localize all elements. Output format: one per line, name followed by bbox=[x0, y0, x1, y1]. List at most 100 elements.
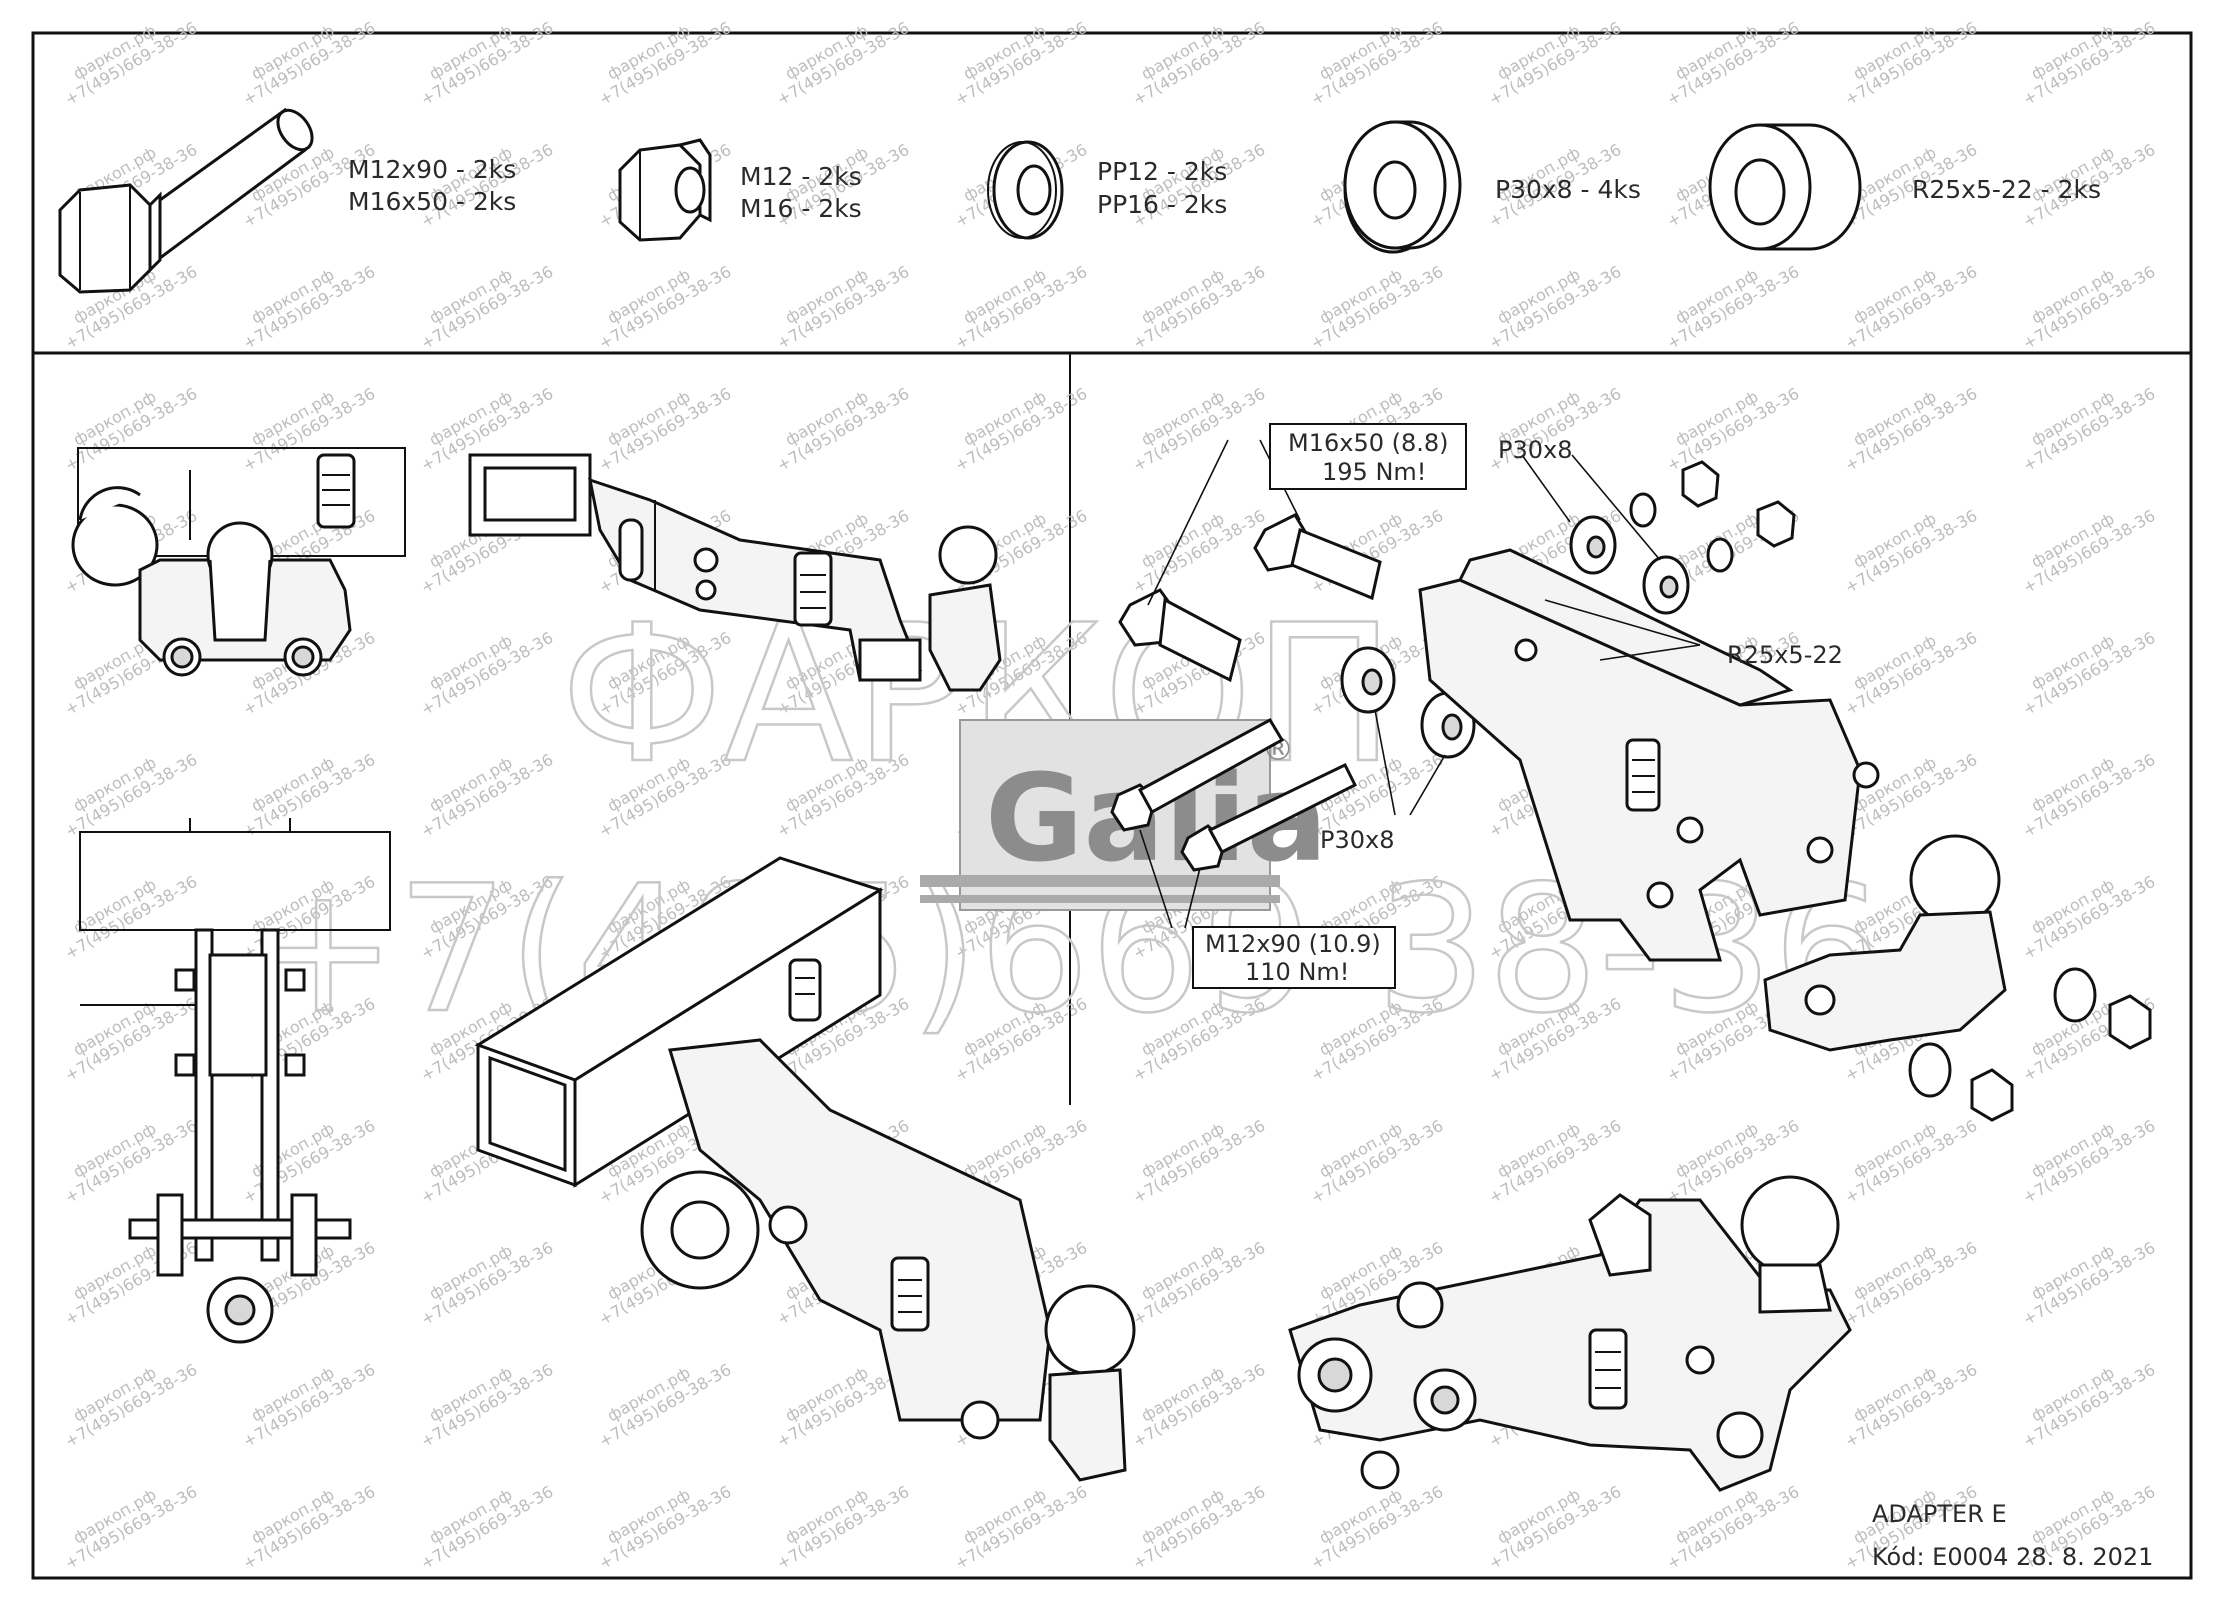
part-label-nut-2: M16 - 2ks bbox=[740, 194, 862, 223]
drawing-title: ADAPTER E bbox=[1872, 1500, 2007, 1528]
part-label-bolt-1: M12x90 - 2ks bbox=[348, 155, 516, 184]
callout-m12-spec: M12x90 (10.9) bbox=[1205, 930, 1381, 958]
callout-spacer-top: P30x8 bbox=[1498, 436, 1572, 464]
watermark-stamp: фаркоп.рф+7(495)669-38-36 bbox=[1130, 1238, 1269, 1329]
watermark-stamp: фаркоп.рф+7(495)669-38-36 bbox=[418, 628, 557, 719]
watermark-stamp: фаркоп.рф+7(495)669-38-36 bbox=[1842, 262, 1981, 353]
watermark-stamp: фаркоп.рф+7(495)669-38-36 bbox=[774, 18, 913, 109]
watermark-stamp: фаркоп.рф+7(495)669-38-36 bbox=[596, 262, 735, 353]
watermark-stamp: фаркоп.рф+7(495)669-38-36 bbox=[2020, 750, 2159, 841]
watermark-stamp: фаркоп.рф+7(495)669-38-36 bbox=[1486, 262, 1625, 353]
watermark-stamp: фаркоп.рф+7(495)669-38-36 bbox=[774, 1482, 913, 1573]
watermark-stamp: фаркоп.рф+7(495)669-38-36 bbox=[1842, 628, 1981, 719]
watermark-stamp: фаркоп.рф+7(495)669-38-36 bbox=[1842, 1116, 1981, 1207]
perspective-view-right bbox=[1288, 1175, 1852, 1492]
watermark-stamp: фаркоп.рф+7(495)669-38-36 bbox=[1308, 1116, 1447, 1207]
callout-box-m16 bbox=[1269, 423, 1467, 490]
part-label-bolt-2: M16x50 - 2ks bbox=[348, 187, 516, 216]
watermark-stamp: фаркоп.рф+7(495)669-38-36 bbox=[1842, 1238, 1981, 1329]
watermark-stamp: фаркоп.рф+7(495)669-38-36 bbox=[240, 1482, 379, 1573]
sleeve-part-icon bbox=[1708, 123, 1862, 251]
watermark-stamp: фаркоп.рф+7(495)669-38-36 bbox=[1842, 1360, 1981, 1451]
watermark-stamp: фаркоп.рф+7(495)669-38-36 bbox=[596, 1482, 735, 1573]
part-label-sleeve: R25x5-22 - 2ks bbox=[1912, 175, 2101, 204]
watermark-stamp: фаркоп.рф+7(495)669-38-36 bbox=[1130, 1360, 1269, 1451]
watermark-stamp: фаркоп.рф+7(495)669-38-36 bbox=[2020, 384, 2159, 475]
watermark-stamp: фаркоп.рф+7(495)669-38-36 bbox=[1664, 384, 1803, 475]
callout-box-m12 bbox=[1192, 926, 1396, 989]
watermark-stamp: фаркоп.рф+7(495)669-38-36 bbox=[596, 384, 735, 475]
part-label-spacer: P30x8 - 4ks bbox=[1495, 175, 1641, 204]
watermark-stamp: фаркоп.рф+7(495)669-38-36 bbox=[62, 1360, 201, 1451]
watermark-stamp: фаркоп.рф+7(495)669-38-36 bbox=[596, 18, 735, 109]
watermark-stamp: фаркоп.рф+7(495)669-38-36 bbox=[240, 384, 379, 475]
watermark-stamp: фаркоп.рф+7(495)669-38-36 bbox=[1130, 262, 1269, 353]
watermark-stamp: фаркоп.рф+7(495)669-38-36 bbox=[1130, 1116, 1269, 1207]
bolt-part-icon bbox=[58, 107, 314, 294]
watermark-stamp: фаркоп.рф+7(495)669-38-36 bbox=[2020, 628, 2159, 719]
nut-part-icon bbox=[618, 138, 712, 242]
watermark-stamp: фаркоп.рф+7(495)669-38-36 bbox=[596, 1360, 735, 1451]
spacer-part-icon bbox=[1343, 120, 1462, 254]
watermark-stamp: фаркоп.рф+7(495)669-38-36 bbox=[952, 262, 1091, 353]
watermark-stamp: фаркоп.рф+7(495)669-38-36 bbox=[2020, 1360, 2159, 1451]
elevation-view-drawing bbox=[79, 818, 391, 1344]
watermark-stamp: фаркоп.рф+7(495)669-38-36 bbox=[1308, 18, 1447, 109]
watermark-stamp: фаркоп.рф+7(495)669-38-36 bbox=[1486, 1116, 1625, 1207]
watermark-stamp: фаркоп.рф+7(495)669-38-36 bbox=[62, 750, 201, 841]
front-view-drawing bbox=[71, 447, 406, 677]
part-label-nut-1: M12 - 2ks bbox=[740, 162, 862, 191]
callout-m16-spec: M16x50 (8.8) bbox=[1288, 429, 1449, 457]
watermark-stamp: фаркоп.рф+7(495)669-38-36 bbox=[952, 18, 1091, 109]
watermark-stamp: фаркоп.рф+7(495)669-38-36 bbox=[1130, 1482, 1269, 1573]
watermark-stamp: фаркоп.рф+7(495)669-38-36 bbox=[774, 262, 913, 353]
watermark-stamp: фаркоп.рф+7(495)669-38-36 bbox=[240, 750, 379, 841]
callout-m12-torque: 110 Nm! bbox=[1245, 958, 1349, 986]
watermark-stamp: фаркоп.рф+7(495)669-38-36 bbox=[1130, 384, 1269, 475]
outer-frame bbox=[31, 31, 2193, 1580]
perspective-view-left bbox=[474, 856, 1136, 1482]
drawing-code-date: Kód: E0004 28. 8. 2021 bbox=[1872, 1543, 2153, 1571]
watermark-stamp: фаркоп.рф+7(495)669-38-36 bbox=[1486, 1482, 1625, 1573]
watermark-stamp: фаркоп.рф+7(495)669-38-36 bbox=[1130, 506, 1269, 597]
watermark-stamp: фаркоп.рф+7(495)669-38-36 bbox=[2020, 1116, 2159, 1207]
watermark-stamp: фаркоп.рф+7(495)669-38-36 bbox=[1664, 18, 1803, 109]
watermark-stamp: фаркоп.рф+7(495)669-38-36 bbox=[774, 384, 913, 475]
washer-part-icon bbox=[987, 140, 1064, 240]
part-label-washer-2: PP16 - 2ks bbox=[1097, 190, 1227, 219]
callout-sleeve: R25x5-22 bbox=[1727, 641, 1843, 669]
watermark-stamp: фаркоп.рф+7(495)669-38-36 bbox=[418, 1360, 557, 1451]
watermark-stamp: фаркоп.рф+7(495)669-38-36 bbox=[418, 18, 557, 109]
watermark-stamp: фаркоп.рф+7(495)669-38-36 bbox=[418, 750, 557, 841]
watermark-stamp: фаркоп.рф+7(495)669-38-36 bbox=[2020, 262, 2159, 353]
watermark-stamp: фаркоп.рф+7(495)669-38-36 bbox=[952, 384, 1091, 475]
side-view-drawing bbox=[468, 453, 1002, 692]
watermark-stamp: фаркоп.рф+7(495)669-38-36 bbox=[418, 1238, 557, 1329]
exploded-view bbox=[1110, 439, 2152, 1122]
watermark-stamp: фаркоп.рф+7(495)669-38-36 bbox=[2020, 506, 2159, 597]
watermark-stamp: фаркоп.рф+7(495)669-38-36 bbox=[952, 1482, 1091, 1573]
watermark-stamp: фаркоп.рф+7(495)669-38-36 bbox=[240, 18, 379, 109]
watermark-stamp: фаркоп.рф+7(495)669-38-36 bbox=[1664, 262, 1803, 353]
watermark-stamp: фаркоп.рф+7(495)669-38-36 bbox=[2020, 1238, 2159, 1329]
watermark-stamp: фаркоп.рф+7(495)669-38-36 bbox=[1842, 384, 1981, 475]
part-label-washer-1: PP12 - 2ks bbox=[1097, 157, 1227, 186]
watermark-stamp: фаркоп.рф+7(495)669-38-36 bbox=[1130, 18, 1269, 109]
watermark-stamp: фаркоп.рф+7(495)669-38-36 bbox=[240, 1116, 379, 1207]
watermark-stamp: фаркоп.рф+7(495)669-38-36 bbox=[2020, 18, 2159, 109]
callout-m16-torque: 195 Nm! bbox=[1322, 458, 1426, 486]
watermark-stamp: фаркоп.рф+7(495)669-38-36 bbox=[240, 262, 379, 353]
watermark-stamp: фаркоп.рф+7(495)669-38-36 bbox=[62, 384, 201, 475]
watermark-stamp: фаркоп.рф+7(495)669-38-36 bbox=[240, 1360, 379, 1451]
callout-spacer-mid: P30x8 bbox=[1320, 826, 1394, 854]
watermark-stamp: фаркоп.рф+7(495)669-38-36 bbox=[62, 1116, 201, 1207]
watermark-stamp: фаркоп.рф+7(495)669-38-36 bbox=[418, 262, 557, 353]
watermark-stamp: фаркоп.рф+7(495)669-38-36 bbox=[1486, 18, 1625, 109]
watermark-stamp: фаркоп.рф+7(495)669-38-36 bbox=[418, 1482, 557, 1573]
watermark-stamp: фаркоп.рф+7(495)669-38-36 bbox=[1308, 262, 1447, 353]
watermark-stamp: фаркоп.рф+7(495)669-38-36 bbox=[1842, 18, 1981, 109]
watermark-stamp: фаркоп.рф+7(495)669-38-36 bbox=[62, 872, 201, 963]
watermark-stamp: фаркоп.рф+7(495)669-38-36 bbox=[2020, 872, 2159, 963]
